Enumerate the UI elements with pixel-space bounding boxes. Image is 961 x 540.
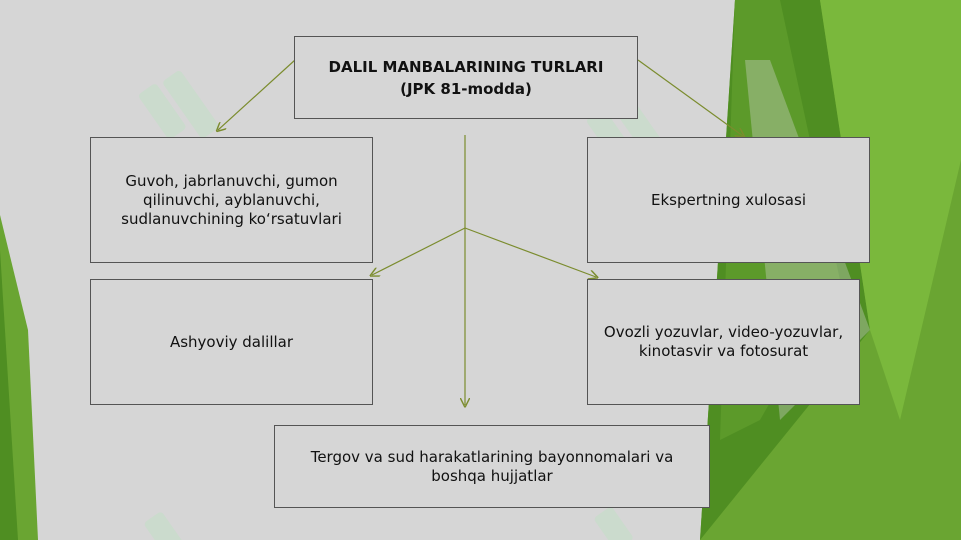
node-witness-testimony: Guvoh, jabrlanuvchi, gumon qilinuvchi, a… [90,137,373,263]
node-audio-video-records-label: Ovozli yozuvlar, video-yozuvlar, kinotas… [603,323,844,360]
node-protocols-documents: Tergov va sud harakatlarining bayonnomal… [274,425,710,508]
right-light-facet [820,0,961,420]
node-physical-evidence: Ashyoviy dalillar [90,279,373,405]
node-physical-evidence-label: Ashyoviy dalillar [169,332,294,351]
node-expert-conclusion: Ekspertning xulosasi [587,137,870,263]
diagram-subtitle: (JPK 81-modda) [400,79,532,98]
diagram-title: DALIL MANBALARINING TURLARI [328,57,604,76]
left-dark-strip [0,250,18,540]
node-witness-testimony-label: Guvoh, jabrlanuvchi, gumon qilinuvchi, a… [121,171,342,228]
node-protocols-documents-label: Tergov va sud harakatlarining bayonnomal… [310,447,674,485]
node-audio-video-records: Ovozli yozuvlar, video-yozuvlar, kinotas… [587,279,860,405]
diagram-title-box: DALIL MANBALARINING TURLARI (JPK 81-modd… [294,36,638,119]
node-expert-conclusion-label: Ekspertning xulosasi [651,190,806,209]
